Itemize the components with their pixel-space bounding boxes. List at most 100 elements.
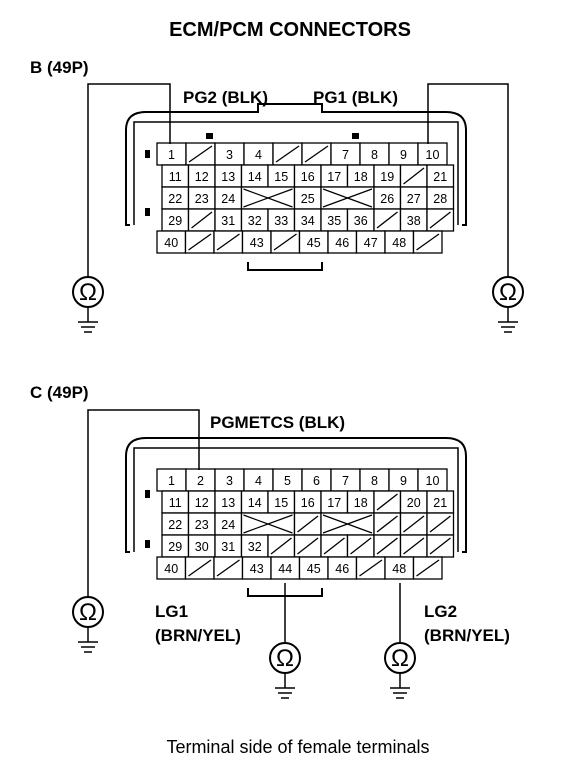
terminal-number: 46 (335, 562, 349, 576)
terminal-number: 7 (342, 148, 349, 162)
terminal-number: 4 (255, 148, 262, 162)
connector-c-meter-left: Ω (72, 596, 104, 653)
terminal-empty-slash (188, 233, 212, 251)
ohm-icon: Ω (276, 645, 294, 672)
terminal-number: 25 (301, 192, 315, 206)
terminal-number: 23 (195, 518, 209, 532)
terminal-number: 24 (221, 518, 235, 532)
terminal-number: 24 (221, 192, 235, 206)
connector-c-meter-lg2: Ω (384, 642, 416, 699)
terminal-number: 3 (226, 148, 233, 162)
terminal-number: 19 (380, 170, 394, 184)
terminal-number: 12 (195, 170, 209, 184)
terminal-number: 16 (301, 496, 315, 510)
terminal-unused-cavity-line (243, 514, 293, 534)
terminal-empty-slash (273, 233, 297, 251)
terminal-number: 31 (221, 214, 235, 228)
ground-icon (78, 307, 98, 333)
terminal-number: 14 (248, 170, 262, 184)
terminal-number: 11 (169, 170, 182, 184)
terminal-number: 21 (433, 496, 447, 510)
terminal-number: 14 (248, 496, 262, 510)
terminal-empty-slash (403, 537, 425, 555)
terminal-empty-slash (376, 211, 398, 229)
terminal-number: 10 (426, 148, 440, 162)
terminal-empty-slash (188, 145, 213, 163)
terminal-number: 6 (313, 474, 320, 488)
terminal-empty-slash (429, 515, 451, 533)
terminal-empty-slash (191, 211, 213, 229)
ground-icon (78, 627, 98, 653)
ground-icon (275, 673, 295, 699)
connector-c-meter-lg1: Ω (269, 642, 301, 699)
connector-c-signal-lg1-color: (BRN/YEL) (155, 626, 241, 645)
terminal-number: 15 (274, 496, 288, 510)
terminal-number: 40 (164, 236, 178, 250)
terminal-number: 11 (169, 496, 182, 510)
terminal-number: 13 (221, 170, 235, 184)
connector-b-housing (125, 103, 467, 271)
terminal-number: 29 (168, 540, 182, 554)
terminal-number: 23 (195, 192, 209, 206)
terminal-empty-slash (216, 233, 240, 251)
ground-icon (390, 673, 410, 699)
terminal-number: 27 (407, 192, 421, 206)
connector-b-meter-right: Ω (492, 276, 524, 333)
terminal-empty-slash (297, 537, 319, 555)
terminal-empty-slash (188, 559, 212, 577)
terminal-number: 33 (274, 214, 288, 228)
terminal-empty-slash (416, 559, 440, 577)
connector-b-probe-wires (87, 83, 509, 277)
connector-c-signal-lg2: LG2 (424, 602, 457, 621)
terminal-number: 26 (380, 192, 394, 206)
terminal-empty-slash (323, 537, 345, 555)
connector-c-label: C (49P) (30, 383, 89, 402)
terminal-number: 5 (284, 474, 291, 488)
terminal-number: 17 (327, 496, 341, 510)
terminal-number: 4 (255, 474, 262, 488)
terminal-empty-slash (376, 515, 398, 533)
terminal-number: 32 (248, 540, 262, 554)
terminal-number: 35 (327, 214, 341, 228)
terminal-number: 8 (371, 148, 378, 162)
terminal-number: 1 (168, 474, 175, 488)
terminal-number: 10 (426, 474, 440, 488)
terminal-number: 30 (195, 540, 209, 554)
terminal-empty-slash (403, 515, 425, 533)
terminal-number: 22 (168, 518, 182, 532)
terminal-empty-slash (359, 559, 383, 577)
terminal-number: 20 (407, 496, 421, 510)
connector-b-label: B (49P) (30, 58, 89, 77)
terminal-number: 21 (433, 170, 447, 184)
terminal-number: 13 (221, 496, 235, 510)
terminal-number: 40 (164, 562, 178, 576)
terminal-number: 31 (221, 540, 235, 554)
terminal-number: 9 (400, 148, 407, 162)
terminal-number: 15 (274, 170, 288, 184)
terminal-empty-slash (403, 167, 425, 185)
terminal-number: 43 (250, 562, 264, 576)
terminal-number: 34 (301, 214, 315, 228)
terminal-empty-slash (297, 515, 319, 533)
connector-c-signal-pgmetcs: PGMETCS (BLK) (210, 413, 345, 432)
terminal-empty-slash (376, 537, 398, 555)
terminal-empty-slash (270, 537, 292, 555)
ground-icon (498, 307, 518, 333)
diagram-caption: Terminal side of female terminals (166, 737, 429, 757)
ohm-icon: Ω (391, 645, 409, 672)
terminal-number: 28 (433, 192, 447, 206)
connector-c-probe-wires (87, 409, 401, 642)
terminal-number: 2 (197, 474, 204, 488)
terminal-number: 7 (342, 474, 349, 488)
connector-c-signal-lg1: LG1 (155, 602, 188, 621)
terminal-number: 18 (354, 496, 368, 510)
terminal-number: 16 (301, 170, 315, 184)
terminal-unused-cavity-line (322, 514, 373, 534)
terminal-number: 8 (371, 474, 378, 488)
terminal-number: 18 (354, 170, 368, 184)
terminal-empty-slash (376, 493, 398, 511)
terminal-number: 48 (392, 562, 406, 576)
terminal-number: 1 (168, 148, 175, 162)
